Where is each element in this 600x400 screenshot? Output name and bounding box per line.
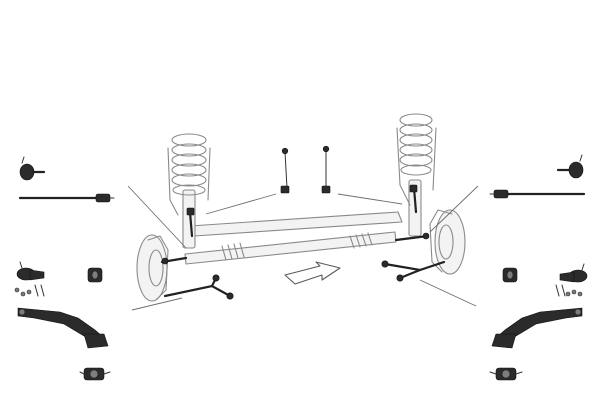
installed-left-tie-rod — [160, 256, 188, 265]
direction-arrow — [284, 261, 341, 285]
leader-left-tie-rod — [127, 185, 187, 249]
mount-bushing-left — [79, 367, 111, 381]
bushing-left — [87, 267, 103, 283]
installed-right-tie-rod — [394, 232, 430, 242]
ball-joint-right — [559, 263, 588, 283]
right-spring-strut — [396, 113, 437, 237]
installed-left-stabilizer-link — [186, 207, 195, 238]
ball-joint-hardware-left — [14, 284, 45, 297]
inner-tie-rod-right — [489, 189, 586, 199]
leader-lines — [127, 185, 479, 311]
ball-joint-left — [16, 261, 45, 281]
installed-right-control-arm — [381, 260, 446, 282]
leader-left-control-arm — [131, 297, 183, 311]
left-spring-strut — [167, 133, 211, 249]
tie-rod-end-left — [19, 156, 46, 181]
bushing-right — [502, 267, 518, 283]
mount-bushing-right — [489, 367, 523, 381]
steering-rack-housing — [184, 231, 397, 265]
inner-tie-rod-left — [18, 193, 115, 203]
control-arm-left — [17, 307, 109, 349]
stabilizer-link-left — [280, 147, 290, 194]
control-arm-right — [491, 307, 583, 349]
stabilizer-link-right — [321, 145, 331, 194]
installed-left-control-arm — [163, 274, 234, 300]
leader-right-stabilizer-link — [337, 193, 403, 205]
leader-left-stabilizer-link — [205, 193, 277, 215]
leader-right-tie-rod — [429, 185, 479, 233]
ball-joint-hardware-right — [555, 284, 583, 297]
axle-assembly — [136, 113, 466, 302]
subframe — [189, 211, 403, 237]
tie-rod-end-right — [556, 154, 584, 179]
leader-right-control-arm — [419, 279, 477, 307]
installed-right-stabilizer-link — [409, 184, 418, 214]
left-brake-disc — [136, 234, 169, 302]
